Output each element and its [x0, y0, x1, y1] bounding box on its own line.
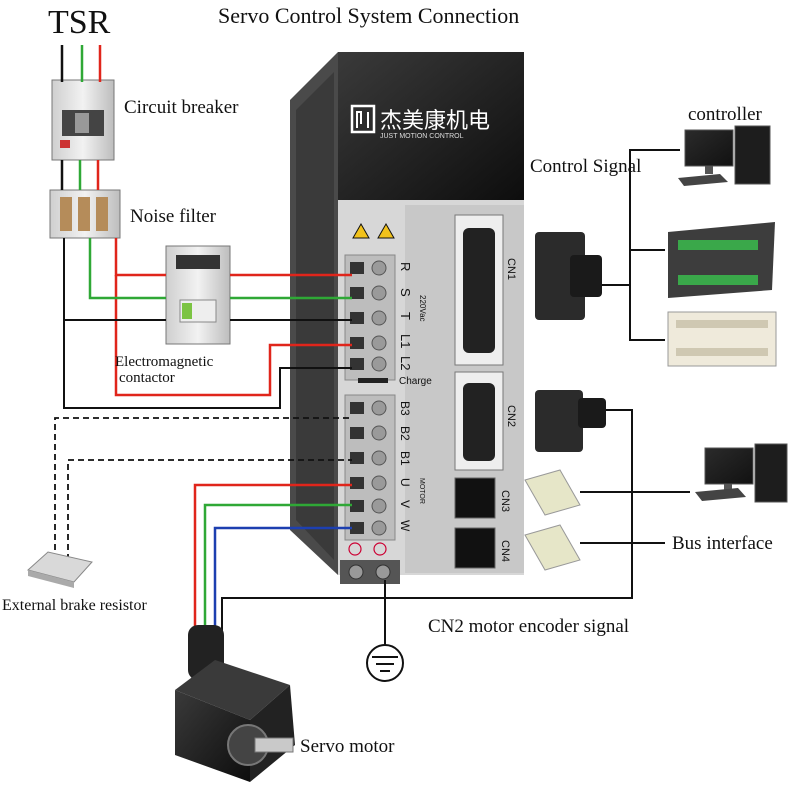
warning-icon-2 [377, 222, 395, 239]
ground-terminal-icon [348, 542, 362, 556]
terminal-block-top [344, 254, 396, 381]
terminal-b3: B3 [398, 401, 412, 416]
terminal-w: W [398, 520, 412, 532]
terminal-r: R [398, 262, 413, 271]
warning-icon [352, 222, 370, 239]
rj45-plug-2 [524, 524, 581, 571]
contactor-label-line1: Electromagnetic [115, 354, 214, 370]
cn4-port [454, 527, 496, 569]
tsr-label: TSR [48, 4, 111, 41]
cn2-port [454, 371, 504, 471]
black-wires [63, 149, 690, 660]
terminal-t: T [398, 312, 413, 320]
ground-terminal-icon-2 [373, 542, 387, 556]
diagram-title: Servo Control System Connection [218, 3, 520, 28]
voltage-label: 220Vac [418, 295, 427, 322]
brand-logo: 杰美康机电 JUST MOTION CONTROL [350, 104, 490, 140]
contactor-label-line2: contactor [119, 370, 175, 386]
terminal-u: U [398, 478, 412, 487]
terminal-b1: B1 [398, 451, 412, 466]
control-signal-label: Control Signal [530, 156, 642, 177]
brake-resistor-wires [54, 417, 352, 560]
supply-wires [60, 45, 102, 190]
cn2-plug [535, 390, 606, 452]
controller-label: controller [688, 104, 762, 125]
cn3-label: CN3 [499, 490, 511, 512]
electromagnetic-contactor [165, 245, 231, 345]
servo-motor-label: Servo motor [300, 736, 395, 757]
terminal-v: V [398, 500, 412, 508]
terminal-l1: L1 [398, 334, 413, 348]
cn1-plug [535, 232, 602, 320]
cn2-encoder-label: CN2 motor encoder signal [428, 616, 630, 637]
bus-interface-label: Bus interface [672, 533, 773, 554]
noise-filter-label: Noise filter [130, 206, 217, 227]
cn4-label: CN4 [499, 540, 511, 562]
motor-label: MOTOR [418, 478, 425, 504]
cn2-label: CN2 [505, 405, 517, 427]
circuit-breaker [51, 79, 115, 161]
terminal-l2: L2 [398, 356, 413, 370]
servo-drive: 杰美康机电 JUST MOTION CONTROL R S T L1 L2 22… [290, 52, 524, 584]
charge-label: Charge [399, 376, 432, 387]
cn3-port [454, 477, 496, 519]
external-brake-resistor-label: External brake resistor [2, 597, 147, 614]
cn1-port [454, 214, 504, 366]
terminal-block-bottom [344, 394, 396, 541]
terminal-b2: B2 [398, 426, 412, 441]
brand-name-cn: 杰美康机电 [380, 108, 490, 133]
controller-pc [678, 125, 771, 186]
rj45-plug-1 [524, 469, 581, 516]
brand-name-en: JUST MOTION CONTROL [380, 133, 464, 140]
cn1-label: CN1 [505, 258, 517, 280]
plc-unit [667, 311, 777, 367]
servo-motor [175, 625, 295, 782]
terminal-s: S [398, 288, 413, 297]
red-wires [114, 238, 352, 680]
noise-filter [49, 189, 121, 239]
green-wires [88, 238, 352, 680]
circuit-breaker-label: Circuit breaker [124, 97, 239, 118]
bus-pc [695, 443, 788, 503]
ground-icon [366, 644, 404, 682]
brake-resistor [26, 551, 93, 588]
motion-control-card [668, 222, 775, 298]
